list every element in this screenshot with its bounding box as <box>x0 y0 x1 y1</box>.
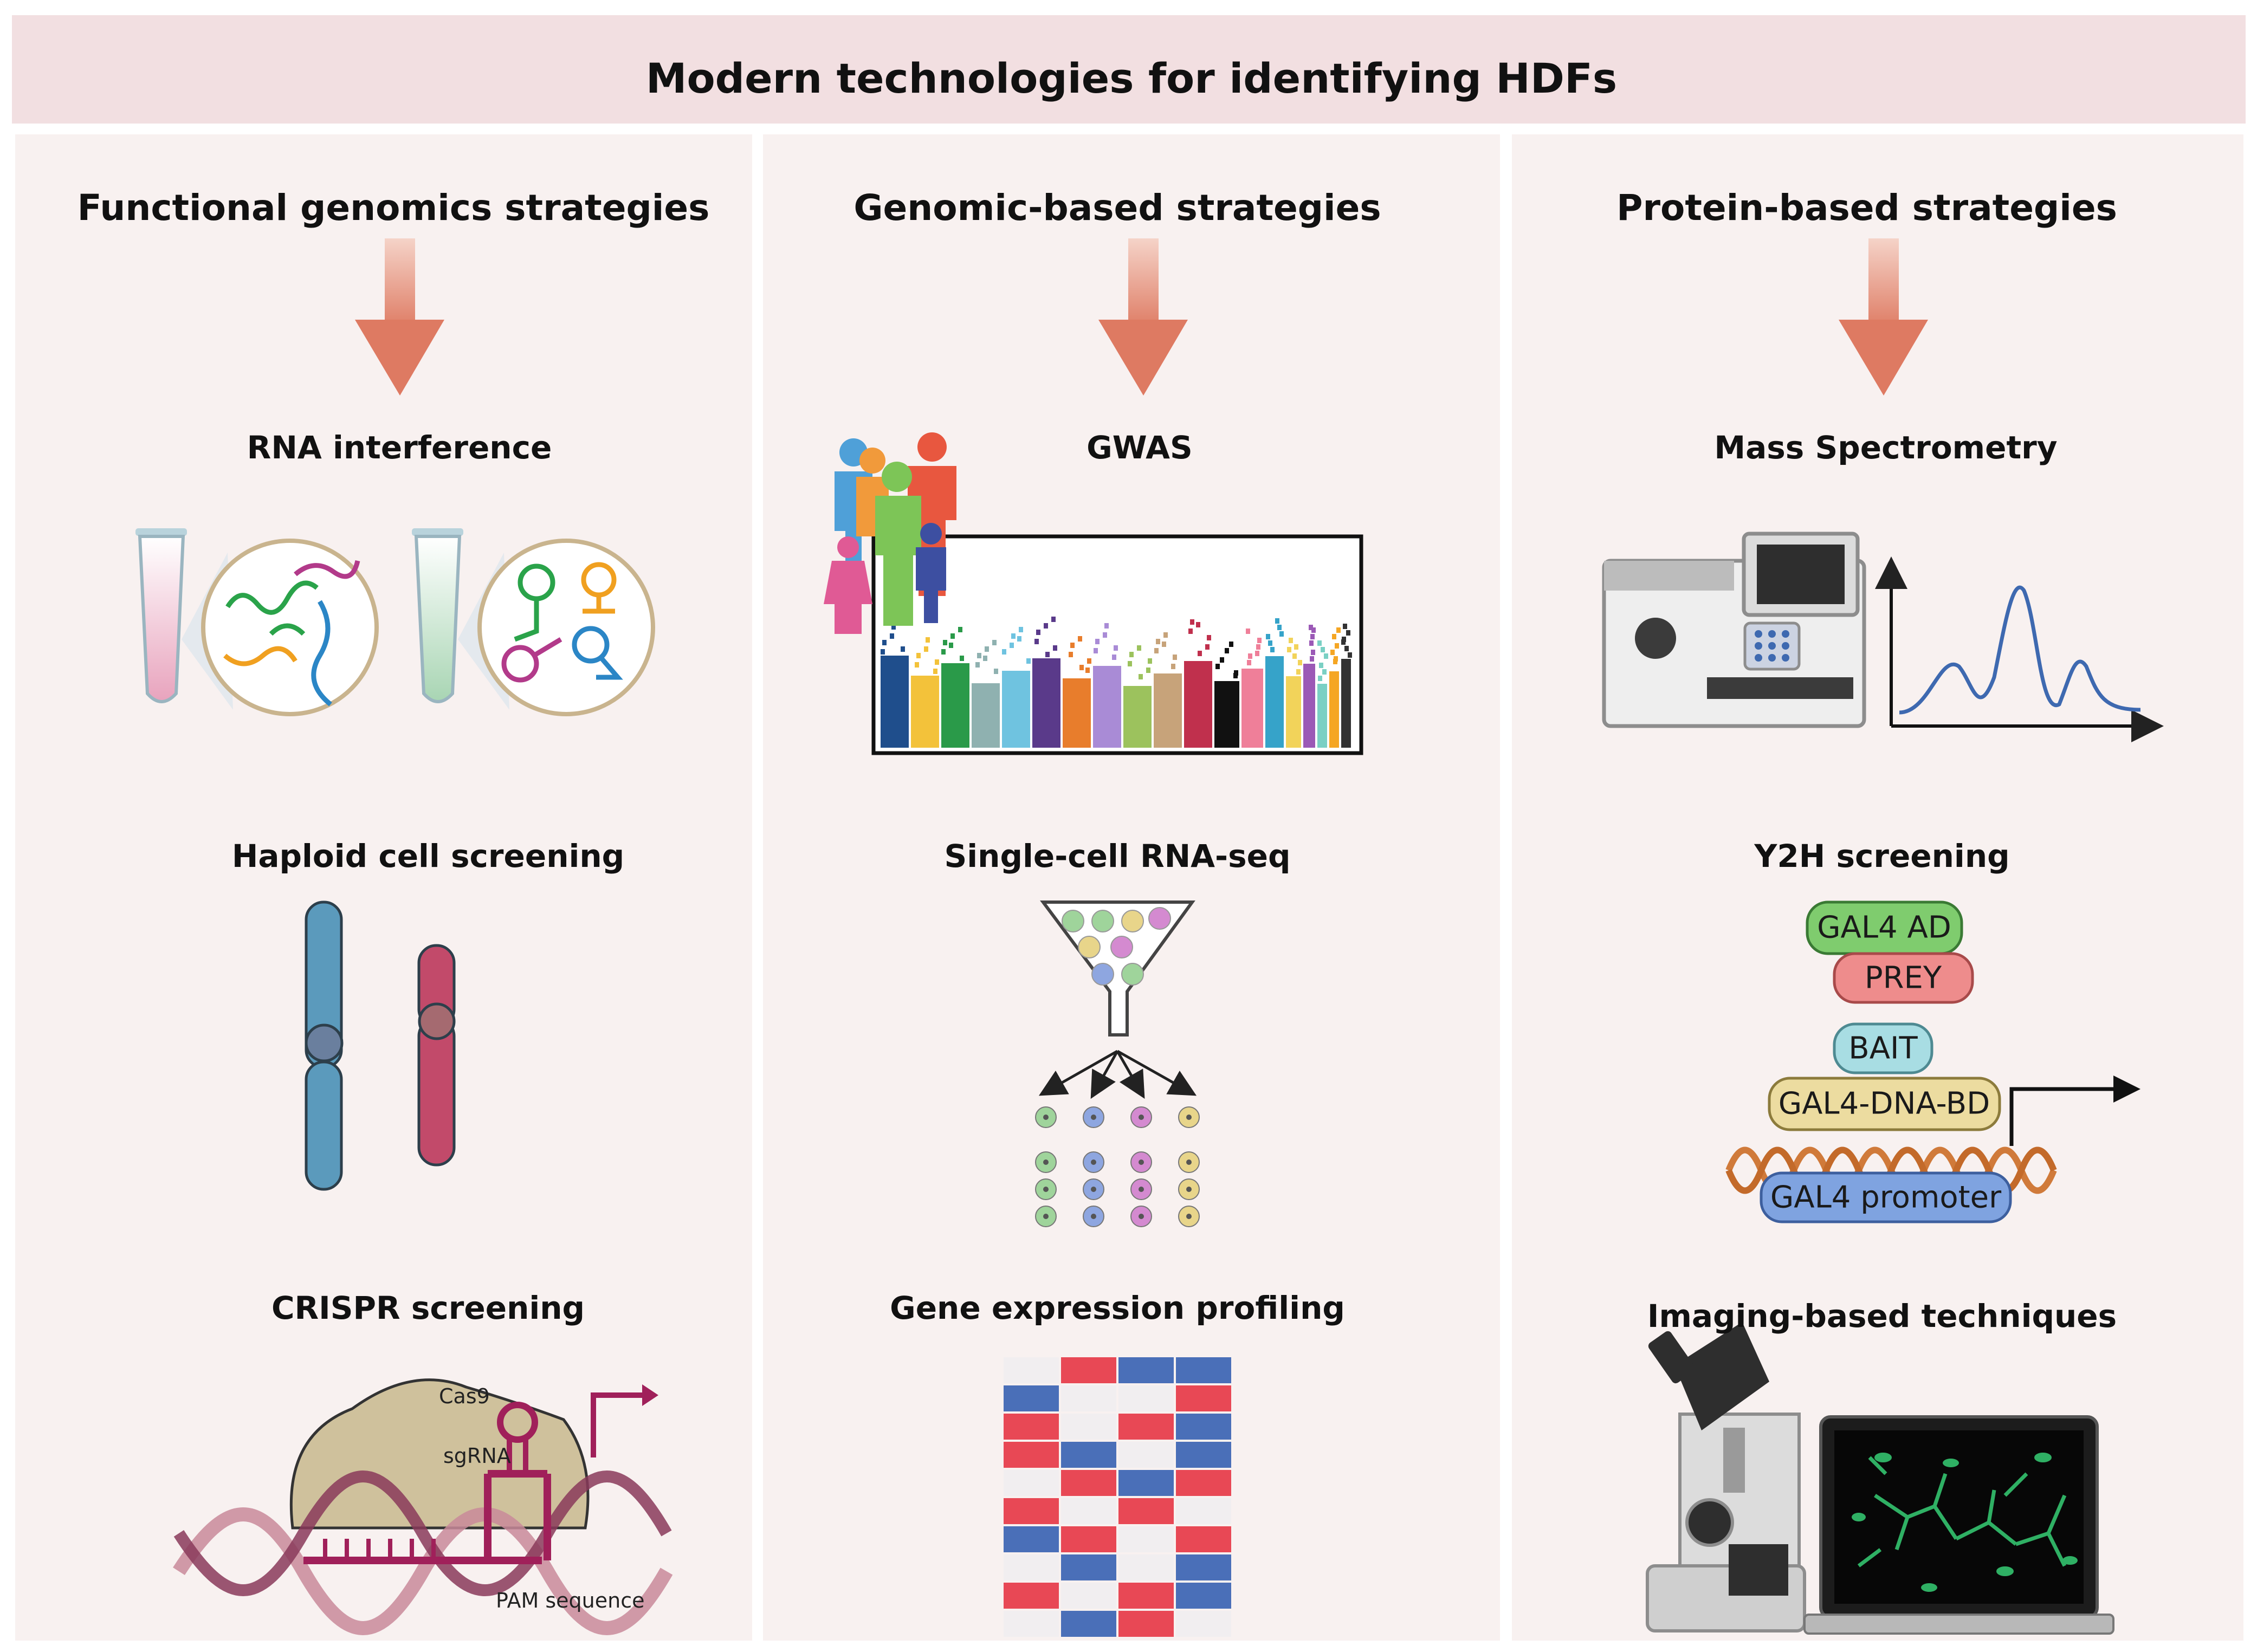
scrnaseq-illustration <box>1035 900 1200 1227</box>
label-prey: PREY <box>1864 960 1942 996</box>
heading-protein-based: Protein-based strategies <box>1616 187 2117 229</box>
heading-functional-genomics: Functional genomics strategies <box>77 187 710 229</box>
chromosome-illustration <box>305 900 456 1191</box>
crispr-illustration <box>173 1378 673 1635</box>
label-gal4-ad: GAL4 AD <box>1817 910 1951 945</box>
arrow-functional <box>355 238 444 396</box>
method-rna-interference: RNA interference <box>247 429 552 466</box>
heading-genomic-based: Genomic-based strategies <box>853 187 1381 229</box>
figure-title: Modern technologies for identifying HDFs <box>645 54 1618 102</box>
method-mass-spectrometry: Mass Spectrometry <box>1714 429 2058 466</box>
label-gal4-dna-bd: GAL4-DNA-BD <box>1778 1086 1990 1122</box>
label-sgrna: sgRNA <box>443 1444 511 1468</box>
method-crispr-screening: CRISPR screening <box>271 1290 585 1326</box>
arrow-genomic <box>1098 238 1188 396</box>
y2h-illustration <box>1725 900 2140 1223</box>
title-banner <box>12 15 2246 124</box>
method-y2h-screening: Y2H screening <box>1754 838 2010 874</box>
method-gwas: GWAS <box>1087 429 1193 466</box>
method-single-cell-rnaseq: Single-cell RNA-seq <box>944 838 1291 874</box>
method-haploid-screening: Haploid cell screening <box>231 838 625 874</box>
arrow-protein <box>1839 238 1928 396</box>
label-pam-sequence: PAM sequence <box>496 1589 645 1612</box>
label-cas9: Cas9 <box>439 1384 490 1408</box>
gwas-illustration <box>824 432 1363 755</box>
label-bait: BAIT <box>1848 1031 1918 1066</box>
mass-spec-illustration <box>1602 532 2164 742</box>
imaging-illustration <box>1646 1322 2114 1635</box>
rnai-illustration <box>135 528 655 716</box>
gene-expression-heatmap <box>1004 1357 1231 1637</box>
method-imaging-techniques: Imaging-based techniques <box>1647 1298 2117 1334</box>
method-gene-expression-profiling: Gene expression profiling <box>890 1290 1345 1326</box>
label-gal4-promoter: GAL4 promoter <box>1770 1180 2002 1215</box>
